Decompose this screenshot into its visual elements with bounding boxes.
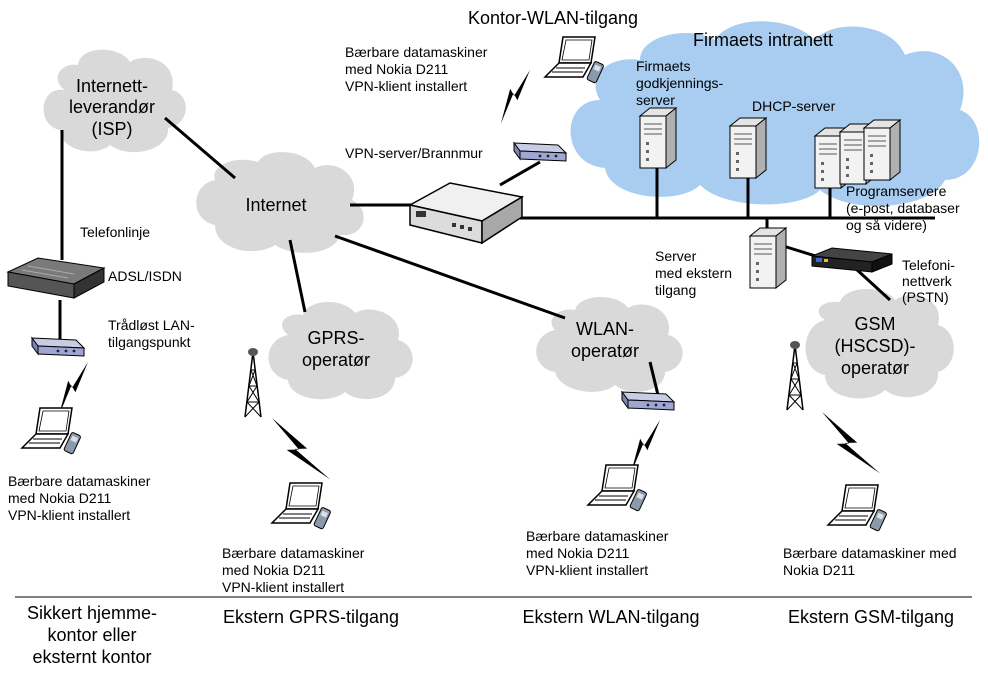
app-servers-label: Programservere (e-post, databaser og så … — [846, 183, 960, 233]
footer-home-caption: Sikkert hjemme- kontor eller eksternt ko… — [27, 603, 157, 667]
phone-line-label: Telefonlinje — [80, 224, 150, 240]
svg-text:Bærbare datamaskiner med: Bærbare datamaskiner med — [783, 545, 957, 561]
vpn-firewall-device — [407, 182, 525, 245]
wlan-operator-label: WLAN- operatør — [571, 319, 639, 361]
svg-text:nettverk: nettverk — [902, 273, 953, 289]
gsm-tower — [786, 340, 804, 411]
svg-text:godkjennings-: godkjennings- — [636, 75, 724, 91]
wlan-ap-label: Trådløst LAN- tilgangspunkt — [108, 317, 195, 350]
svg-text:med Nokia D211: med Nokia D211 — [345, 61, 448, 77]
gprs-laptops-label: Bærbare datamaskiner med Nokia D211 VPN-… — [222, 545, 365, 595]
dhcp-server — [729, 117, 767, 179]
wlan-operator-cloud — [536, 296, 683, 392]
svg-text:tilgangspunkt: tilgangspunkt — [108, 334, 191, 350]
office-access-point — [513, 142, 567, 162]
vpn-server-label: VPN-server/Brannmur — [345, 145, 483, 161]
svg-text:(HSCSD)-: (HSCSD)- — [835, 336, 916, 356]
internet-cloud — [196, 152, 364, 253]
svg-text:eksternt kontor: eksternt kontor — [32, 647, 151, 667]
office-laptops-label: Bærbare datamaskiner med Nokia D211 VPN-… — [345, 44, 488, 94]
svg-text:operatør: operatør — [571, 341, 639, 361]
gprs-operator-label: GPRS- operatør — [302, 328, 370, 370]
svg-text:GPRS-: GPRS- — [307, 328, 364, 348]
svg-text:tilgang: tilgang — [655, 282, 696, 298]
wlan-laptop — [587, 464, 648, 513]
gprs-cloud — [268, 301, 413, 400]
pstn-label: Telefoni- nettverk (PSTN) — [902, 257, 955, 305]
svg-text:med ekstern: med ekstern — [655, 265, 732, 281]
svg-text:Nokia D211: Nokia D211 — [783, 562, 855, 578]
svg-text:Server: Server — [655, 248, 697, 264]
svg-text:og så videre): og så videre) — [846, 217, 927, 233]
svg-text:(PSTN): (PSTN) — [902, 289, 949, 305]
svg-text:Bærbare datamaskiner: Bærbare datamaskiner — [526, 528, 669, 544]
office-wlan-title: Kontor-WLAN-tilgang — [468, 8, 638, 28]
svg-text:VPN-klient installert: VPN-klient installert — [222, 579, 344, 595]
gprs-laptop — [271, 482, 332, 531]
ext-access-server — [749, 227, 787, 289]
svg-text:VPN-klient installert: VPN-klient installert — [8, 507, 130, 523]
internet-label: Internet — [245, 195, 306, 215]
operator-access-point — [621, 391, 675, 411]
gsm-laptop — [827, 484, 888, 533]
svg-text:Firmaets: Firmaets — [636, 58, 690, 74]
svg-text:server: server — [636, 92, 675, 108]
home-laptops-label: Bærbare datamaskiner med Nokia D211 VPN-… — [8, 473, 151, 523]
ext-server-label: Server med ekstern tilgang — [655, 248, 732, 298]
app-server-3 — [863, 119, 901, 181]
svg-text:Bærbare datamaskiner: Bærbare datamaskiner — [345, 44, 488, 60]
adsl-label: ADSL/ISDN — [108, 268, 182, 284]
auth-server — [639, 107, 677, 169]
gprs-wireless-link — [263, 418, 339, 480]
svg-text:VPN-klient installert: VPN-klient installert — [526, 562, 648, 578]
svg-text:Programservere: Programservere — [846, 183, 947, 199]
adsl-modem — [6, 257, 106, 299]
svg-text:(ISP): (ISP) — [91, 119, 132, 139]
footer-wlan-caption: Ekstern WLAN-tilgang — [522, 607, 699, 627]
auth-server-label: Firmaets godkjennings- server — [636, 58, 724, 108]
home-access-point — [31, 337, 85, 357]
gsm-cloud — [805, 288, 954, 399]
svg-text:Bærbare datamaskiner: Bærbare datamaskiner — [8, 473, 151, 489]
gprs-tower — [244, 347, 262, 418]
svg-text:(e-post, databaser: (e-post, databaser — [846, 200, 960, 216]
home-laptop — [21, 407, 82, 456]
svg-text:med Nokia D211: med Nokia D211 — [8, 490, 111, 506]
gsm-wireless-link — [813, 412, 889, 474]
pstn-device — [811, 247, 893, 273]
footer-gprs-caption: Ekstern GPRS-tilgang — [223, 607, 399, 627]
svg-text:operatør: operatør — [841, 358, 909, 378]
svg-text:Telefoni-: Telefoni- — [902, 257, 955, 273]
svg-text:Internett-: Internett- — [76, 76, 148, 96]
dhcp-server-label: DHCP-server — [752, 98, 836, 114]
intranet-title: Firmaets intranett — [693, 30, 833, 50]
gsm-laptops-label: Bærbare datamaskiner med Nokia D211 — [783, 545, 957, 578]
svg-text:Trådløst LAN-: Trådløst LAN- — [108, 317, 195, 333]
svg-text:Sikkert hjemme-: Sikkert hjemme- — [27, 603, 157, 623]
isp-cloud — [43, 49, 186, 153]
office-wireless-link — [489, 70, 542, 124]
svg-text:leverandør: leverandør — [69, 97, 155, 117]
wlan-laptops-label: Bærbare datamaskiner med Nokia D211 VPN-… — [526, 528, 669, 578]
gsm-operator-label: GSM (HSCSD)- operatør — [835, 314, 916, 378]
svg-text:Bærbare datamaskiner: Bærbare datamaskiner — [222, 545, 365, 561]
svg-text:VPN-klient installert: VPN-klient installert — [345, 78, 467, 94]
office-laptop — [544, 36, 605, 85]
svg-text:operatør: operatør — [302, 350, 370, 370]
svg-text:kontor eller: kontor eller — [47, 625, 136, 645]
svg-text:WLAN-: WLAN- — [576, 319, 634, 339]
footer-gsm-caption: Ekstern GSM-tilgang — [788, 607, 954, 627]
svg-text:GSM: GSM — [854, 314, 895, 334]
svg-text:med Nokia D211: med Nokia D211 — [526, 545, 629, 561]
isp-label: Internett- leverandør (ISP) — [69, 76, 155, 139]
svg-text:med Nokia D211: med Nokia D211 — [222, 562, 325, 578]
